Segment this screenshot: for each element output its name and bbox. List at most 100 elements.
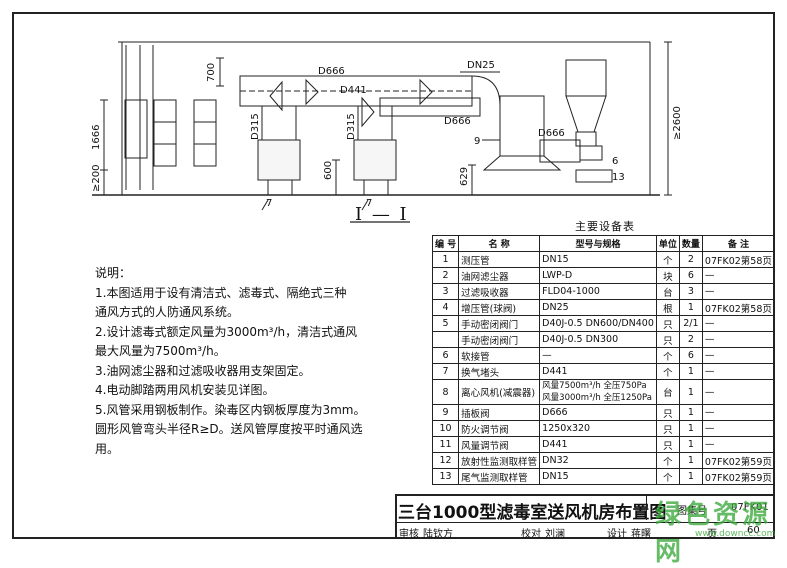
designer: 蒋曙 — [631, 529, 651, 540]
note-line: 2.设计滤毒式额定风量为3000m³/h，清洁式通风 — [95, 324, 358, 339]
table-cell: 6 — [431, 347, 460, 364]
table-cell: 1 — [678, 299, 703, 316]
table-cell: D441 — [539, 436, 657, 453]
table-cell: — — [701, 363, 775, 380]
table-cell: 油网滤尘器 — [458, 267, 541, 284]
table-cell: DN25 — [539, 299, 657, 316]
valve-1 — [269, 80, 283, 112]
table-cell: 离心风机(减震器) — [458, 379, 541, 405]
fan-stand — [575, 169, 613, 183]
table-cell: 风量7500m³/h 全压750Pa 风量3000m³/h 全压1250Pa — [539, 379, 657, 405]
table-cell: 1 — [678, 363, 703, 380]
note-line: 用。 — [95, 441, 120, 456]
table-cell: 1 — [678, 468, 703, 485]
table-cell: — — [701, 283, 775, 300]
table-cell: 1 — [678, 420, 703, 437]
filter-panel-1 — [124, 99, 148, 159]
table-cell: 手动密闭阀门 — [458, 315, 541, 332]
table-cell: — — [701, 436, 775, 453]
fan-motor — [579, 145, 603, 161]
table-cell: 07FK02第59页 — [701, 468, 775, 485]
table-cell: FLD04-1000 — [539, 283, 657, 300]
equipment-table-title: 主要设备表 — [575, 220, 635, 233]
table-cell: 台 — [655, 283, 680, 300]
table-cell: 2 — [678, 331, 703, 348]
fan-body — [499, 95, 545, 157]
table-cell: 过滤吸收器 — [458, 283, 541, 300]
title-block — [395, 494, 775, 539]
label-d666-right: D666 — [538, 128, 565, 139]
table-cell: 风量调节阀 — [458, 436, 541, 453]
table-cell: 测压管 — [458, 251, 541, 268]
callout-9: 9 — [474, 136, 480, 147]
table-cell: 2/1 — [678, 315, 703, 332]
col-header: 编 号 — [431, 235, 460, 252]
note-line: 1.本图适用于设有清洁式、滤毒式、隔绝式三种 — [95, 285, 347, 300]
table-cell: 5 — [431, 315, 460, 332]
table-cell: — — [539, 347, 657, 364]
drawing-title: 三台1000型滤毒室送风机房布置图 — [398, 503, 667, 523]
callout-13: 13 — [612, 172, 625, 183]
table-cell: 只 — [655, 436, 680, 453]
label-d315-left: D315 — [250, 113, 261, 140]
note-line: 最大风量为7500m³/h。 — [95, 344, 226, 358]
table-cell: 8 — [431, 379, 460, 405]
table-cell: 只 — [655, 315, 680, 332]
table-cell: 个 — [655, 452, 680, 469]
table-cell: 12 — [431, 452, 460, 469]
watermark-url: www.downcc.com — [695, 529, 776, 539]
table-cell: D666 — [539, 404, 657, 421]
label-dim-2600: ≥2600 — [672, 106, 683, 140]
table-cell: 换气堵头 — [458, 363, 541, 380]
table-cell: — — [701, 379, 775, 405]
design-notes: 说明： 1.本图适用于设有清洁式、滤毒式、隔绝式三种 通风方式的人防通风系统。 … — [95, 264, 395, 459]
table-cell: 9 — [431, 404, 460, 421]
table-cell: D441 — [539, 363, 657, 380]
table-cell: 2 — [431, 267, 460, 284]
table-cell: 6 — [678, 347, 703, 364]
label-d315-mid: D315 — [346, 113, 357, 140]
table-cell: 07FK02第58页 — [701, 299, 775, 316]
table-cell: 手动密闭阀门 — [458, 331, 541, 348]
table-cell: 13 — [431, 468, 460, 485]
table-cell: 插板阀 — [458, 404, 541, 421]
table-cell: 台 — [655, 379, 680, 405]
table-cell: 1 — [678, 379, 703, 405]
table-cell: 放射性监测取样管 — [458, 452, 541, 469]
table-cell: 个 — [655, 347, 680, 364]
callout-7b: 7 — [366, 198, 372, 209]
col-header: 型号与规格 — [539, 235, 657, 252]
table-cell: 尾气监测取样管 — [458, 468, 541, 485]
table-cell: 增压管(球阀) — [458, 299, 541, 316]
watermark-logo: 绿色资源网 — [655, 500, 772, 567]
page-label: 页 — [707, 529, 717, 540]
table-cell: DN15 — [539, 251, 657, 268]
col-header: 名 称 — [458, 235, 541, 252]
table-header-row: 编 号 名 称 型号与规格 单位 数量 备 注 — [431, 235, 775, 252]
table-cell: 1 — [678, 404, 703, 421]
table-cell: D40J-0.5 DN300 — [539, 331, 657, 348]
absorber-mid — [353, 139, 397, 181]
table-cell: — — [701, 404, 775, 421]
atlas-label: 图集号 — [677, 506, 707, 517]
valve-2 — [305, 78, 319, 106]
tower-top — [565, 59, 607, 97]
table-cell: 11 — [431, 436, 460, 453]
label-dim-700: 700 — [206, 63, 217, 82]
hatch-left — [125, 45, 154, 190]
table-cell: — — [701, 347, 775, 364]
valve-3 — [419, 78, 433, 106]
signature-row: 审核 陆钦方 校对 刘澜 设计 蒋曙 页 60 — [395, 522, 775, 540]
table-cell: — — [701, 420, 775, 437]
label-dim-629: 629 — [459, 167, 470, 186]
table-cell: 07FK02第59页 — [701, 452, 775, 469]
